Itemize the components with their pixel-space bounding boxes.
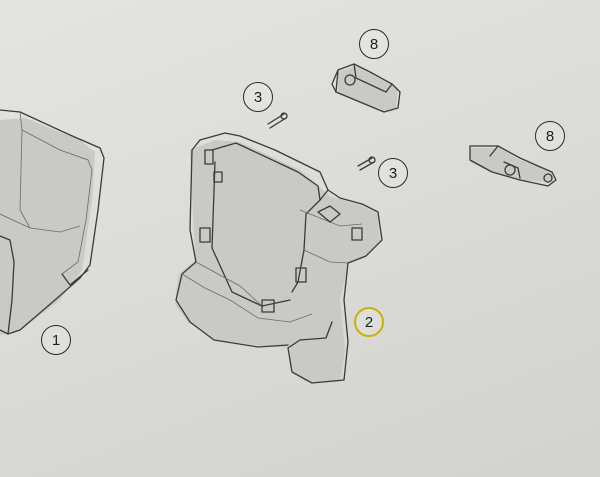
- callout-label: 1: [51, 331, 61, 349]
- callout-label: 8: [545, 127, 555, 145]
- callout-part-8-top[interactable]: 8: [359, 29, 389, 59]
- callout-label: 8: [369, 35, 379, 53]
- part-3-screw-right[interactable]: [357, 156, 376, 171]
- callout-label: 2: [364, 313, 374, 331]
- part-8-clamp-right[interactable]: [469, 145, 557, 187]
- callout-part-3-right[interactable]: 3: [378, 158, 408, 188]
- part-8-clamp-top[interactable]: [331, 63, 401, 113]
- callout-label: 3: [388, 164, 398, 182]
- part-3-screw-upper[interactable]: [267, 112, 288, 129]
- part-2-frame[interactable]: [175, 132, 383, 384]
- callout-part-1[interactable]: 1: [41, 325, 71, 355]
- callout-part-2-selected[interactable]: 2: [354, 307, 384, 337]
- part-1-cover[interactable]: [0, 109, 105, 335]
- callout-label: 3: [253, 88, 263, 106]
- callout-part-8-right[interactable]: 8: [535, 121, 565, 151]
- callout-part-3-upper[interactable]: 3: [243, 82, 273, 112]
